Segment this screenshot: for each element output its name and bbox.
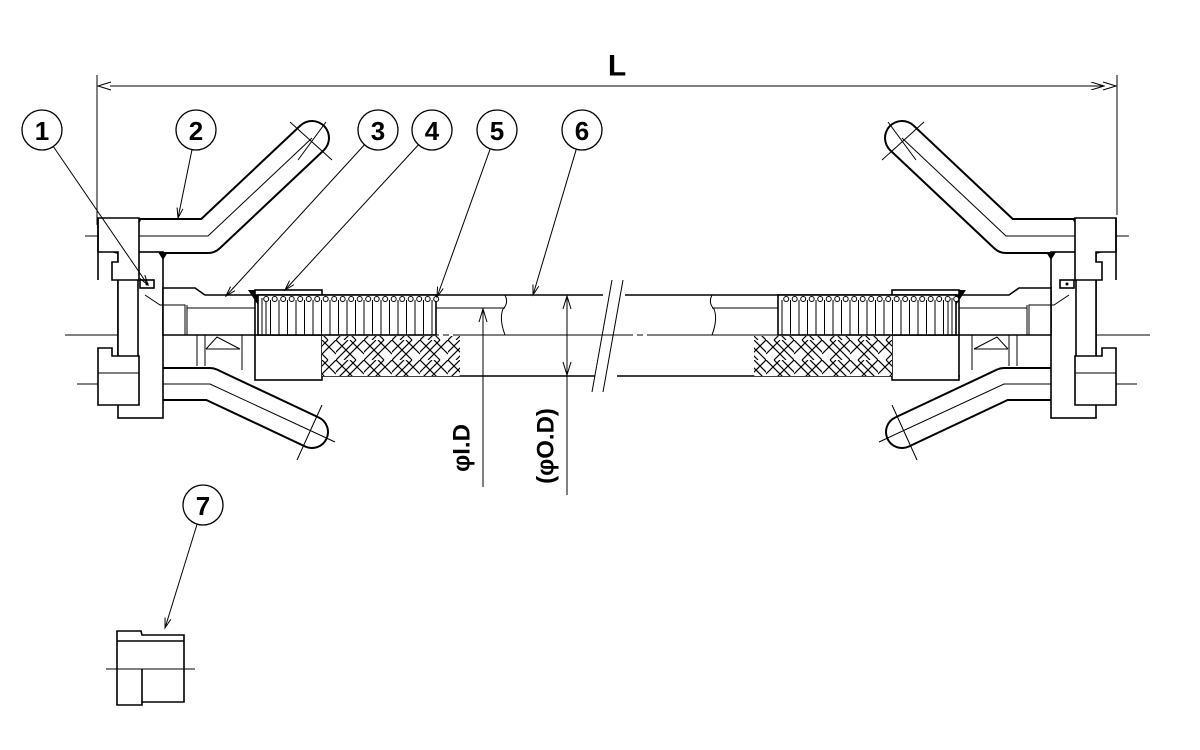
balloon-5: 5 <box>436 109 518 299</box>
leader-line <box>52 146 149 286</box>
leader-arrow <box>139 274 149 287</box>
balloon-6: 6 <box>532 109 603 297</box>
bellows-crest <box>842 296 849 302</box>
balloon-4: 4 <box>283 109 453 292</box>
bellows-crest <box>859 296 866 302</box>
part-7-fitting <box>106 630 195 706</box>
dimension-od-label: (φO.D) <box>533 408 560 484</box>
bellows-crest <box>348 296 355 302</box>
bellows-crest <box>382 296 389 302</box>
bellows-crest <box>365 296 372 302</box>
bellows-crest <box>416 296 423 302</box>
balloon-circle <box>411 109 453 151</box>
bellows-crest <box>390 296 397 302</box>
bellows-crest <box>407 296 414 302</box>
bellows-crest <box>834 296 841 302</box>
balloon-3: 3 <box>224 109 399 298</box>
leader-line <box>177 149 193 219</box>
balloon-circle <box>175 109 217 151</box>
dimension-od: (φO.D) <box>533 294 572 495</box>
left-end-fitting <box>77 122 460 460</box>
balloon-number: 6 <box>575 116 589 146</box>
bellows-crest <box>919 296 926 302</box>
bellows-crest <box>868 296 875 302</box>
bellows-crest <box>424 296 431 302</box>
bellows-crest <box>825 296 832 302</box>
dimension-id-label: φI.D <box>449 424 476 472</box>
bellows-crest <box>893 296 900 302</box>
bellows-crest <box>851 296 858 302</box>
bellows-crest <box>263 296 270 302</box>
balloon-1: 1 <box>21 109 149 287</box>
bellows-crest <box>791 296 798 302</box>
bellows-crest <box>280 296 287 302</box>
balloon-7: 7 <box>164 484 224 630</box>
bellows-crest <box>339 296 346 302</box>
leader-line <box>225 144 365 297</box>
balloon-number: 4 <box>425 116 440 146</box>
bellows-crest <box>399 296 406 302</box>
leader-arrow <box>224 286 236 298</box>
bellows-crest <box>297 296 304 302</box>
leader-line <box>436 148 491 298</box>
balloon-circle <box>561 109 603 151</box>
leader-line <box>164 523 198 629</box>
bellows-crest <box>876 296 883 302</box>
bellows-crest <box>885 296 892 302</box>
dimension-id: φI.D <box>449 307 488 487</box>
bellows-crest <box>783 296 790 302</box>
bellows-crest <box>331 296 338 302</box>
break-mark <box>591 279 624 393</box>
dimension-L-label: L <box>608 50 626 83</box>
dimension-L: L <box>96 50 1118 225</box>
bellows-crest <box>953 296 960 302</box>
bellows-corrugations <box>261 296 960 335</box>
right-end-fitting <box>754 122 1137 460</box>
leader-arrow <box>532 284 540 297</box>
balloon-number: 7 <box>196 491 210 521</box>
leader-line <box>284 144 419 291</box>
balloon-2: 2 <box>175 109 217 220</box>
bellows-crest <box>314 296 321 302</box>
bellows-crest <box>288 296 295 302</box>
bellows-crest <box>927 296 934 302</box>
bellows-crest <box>817 296 824 302</box>
bellows-crest <box>373 296 380 302</box>
leader-arrow <box>283 280 295 292</box>
bellows-crest <box>271 296 278 302</box>
balloon-circle <box>21 109 63 151</box>
bellows-crest <box>936 296 943 302</box>
bellows-crest <box>322 296 329 302</box>
bellows-crest <box>808 296 815 302</box>
bellows-crest <box>800 296 807 302</box>
bellows-crest <box>356 296 363 302</box>
balloon-number: 3 <box>371 116 385 146</box>
balloon-number: 2 <box>189 116 203 146</box>
leader-arrow <box>164 617 172 630</box>
leader-arrow <box>176 207 184 220</box>
balloon-circle <box>182 484 224 526</box>
bellows-crest <box>305 296 312 302</box>
balloon-number: 1 <box>35 116 49 146</box>
leader-line <box>532 149 577 296</box>
bellows-crest <box>944 296 951 302</box>
leader-arrow <box>436 286 444 299</box>
balloon-circle <box>357 109 399 151</box>
bellows-crest <box>902 296 909 302</box>
bellows-crest <box>433 296 440 302</box>
balloon-number: 5 <box>490 116 504 146</box>
bellows-crest <box>910 296 917 302</box>
balloon-circle <box>476 109 518 151</box>
